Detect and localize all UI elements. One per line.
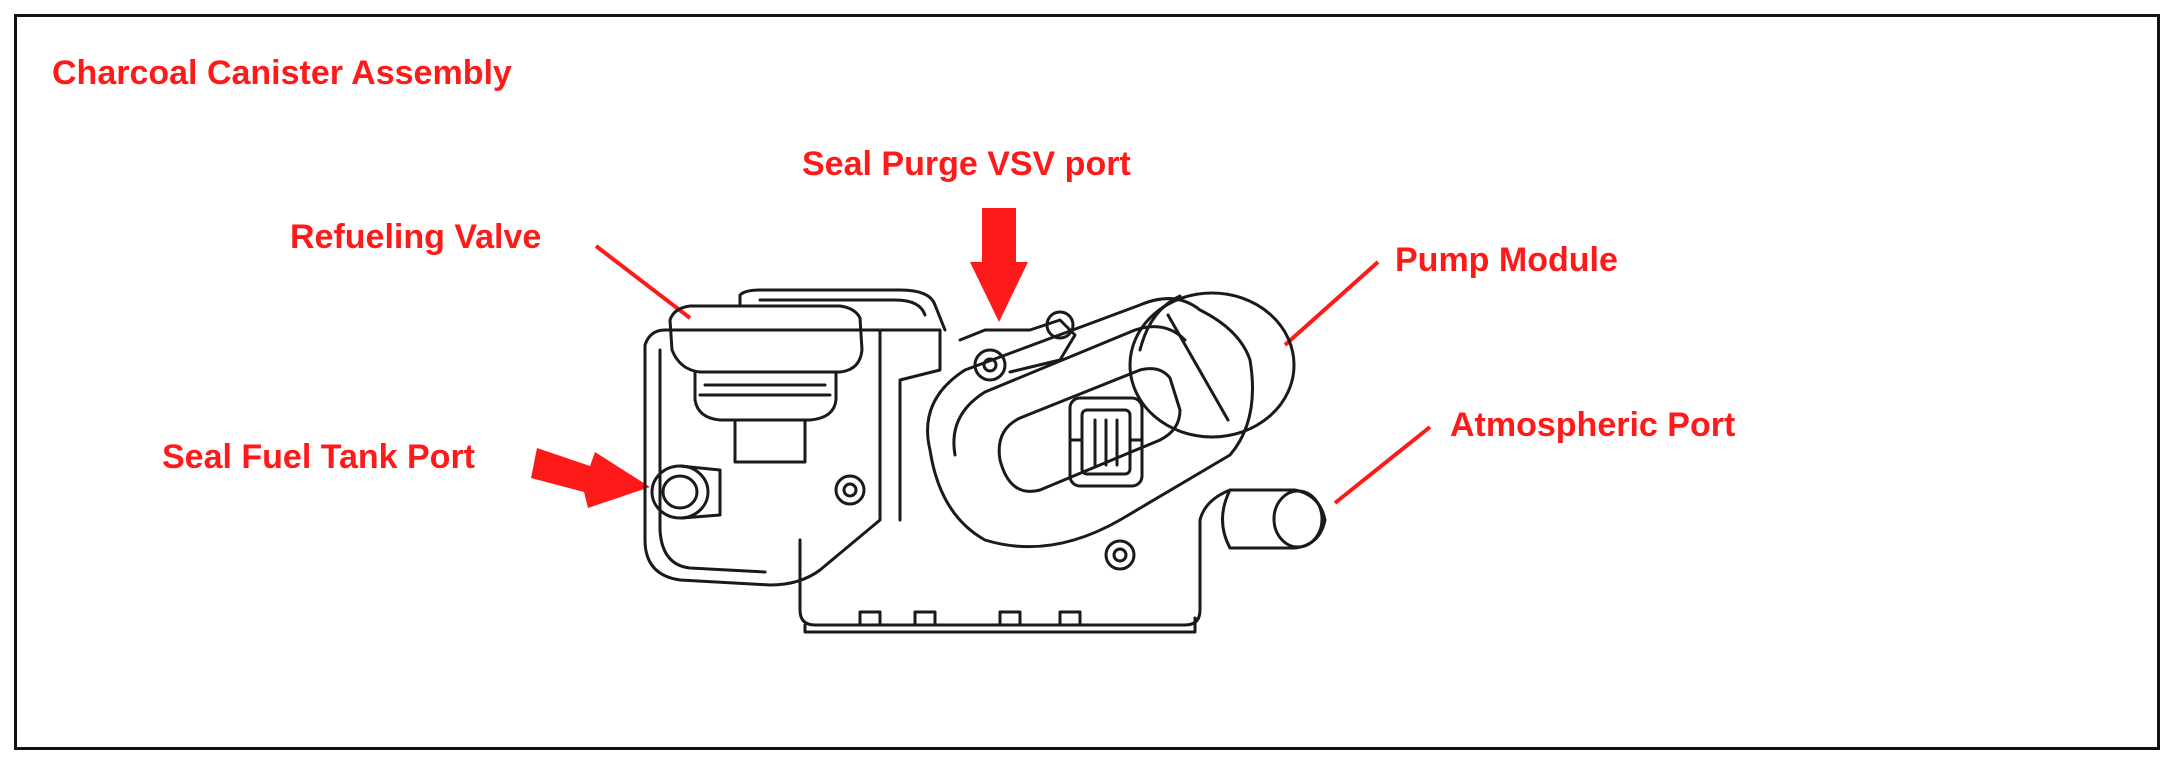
pump-module-cap-line (1166, 313, 1230, 422)
diagram-title: Charcoal Canister Assembly (52, 54, 512, 92)
label-atmospheric-port: Atmospheric Port (1450, 406, 1736, 444)
connector-pins (1093, 418, 1119, 467)
bolt-bottom (1104, 539, 1136, 571)
diagram-frame (14, 14, 2160, 750)
connector-body (1068, 396, 1144, 488)
atmospheric-port-base (1198, 488, 1232, 572)
leader-pump-module (1283, 260, 1380, 347)
bolt-top-inner (982, 357, 998, 373)
bolt-left (834, 474, 866, 506)
pump-module-cap-edge (1138, 294, 1182, 352)
fuel-tank-port-inner (661, 474, 699, 510)
label-refueling-valve: Refueling Valve (290, 218, 542, 256)
refueling-valve-cap (668, 304, 864, 374)
bolt-left-inner (842, 482, 858, 498)
label-seal-fuel-tank-port: Seal Fuel Tank Port (162, 438, 476, 476)
connector-face (1080, 408, 1132, 476)
canister-body (643, 328, 882, 587)
fuel-tank-port-tube (678, 464, 722, 520)
pump-module-shell (926, 297, 1254, 549)
bolt-bottom-inner (1112, 547, 1128, 563)
canister-inner-edge (658, 348, 767, 574)
arrow-seal-purge-vsv-port (970, 208, 1028, 322)
top-hose (738, 288, 947, 332)
canister-line-art (643, 288, 1327, 634)
leader-lines (594, 244, 1432, 505)
pump-module-slot (997, 367, 1182, 493)
leader-atmospheric-port (1333, 425, 1432, 505)
leader-refueling-valve (594, 244, 692, 320)
refueling-valve-neck (733, 418, 807, 464)
refueling-valve-collar (693, 370, 838, 422)
refueling-valve-ribs (698, 383, 832, 397)
atmospheric-port-opening (1272, 489, 1324, 549)
arrow-seal-fuel-tank-port (531, 448, 650, 508)
label-pump-module: Pump Module (1395, 241, 1618, 279)
canister-side (878, 328, 942, 522)
base-tabs (858, 610, 1082, 627)
top-hose-inner (758, 298, 927, 317)
pump-module-cap (1128, 291, 1296, 439)
label-seal-purge-vsv-port: Seal Purge VSV port (802, 145, 1131, 183)
base-bottom-edge (803, 616, 1197, 634)
pump-module-rim (952, 325, 1187, 457)
